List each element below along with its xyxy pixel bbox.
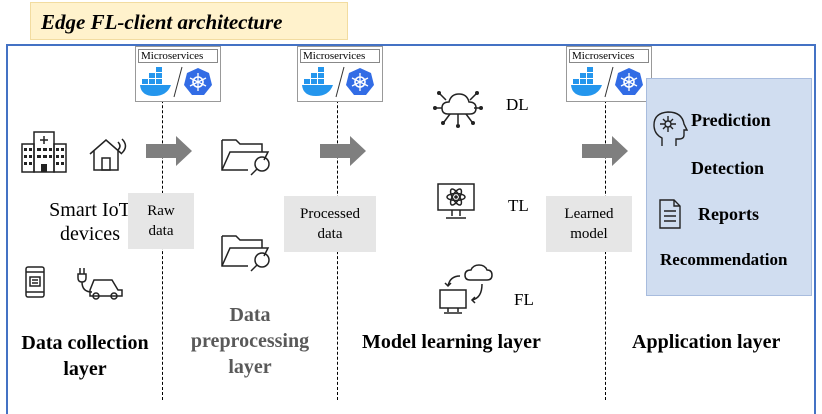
container-icons bbox=[140, 65, 218, 104]
microservices-label: Microservices bbox=[300, 49, 380, 63]
devices-label-line1: Smart IoT bbox=[49, 199, 131, 221]
docker-icon bbox=[140, 67, 171, 96]
cloud-sync-icon bbox=[439, 264, 493, 314]
microservices-box-3: Microservices bbox=[566, 46, 652, 102]
building-icon bbox=[21, 131, 67, 173]
kubernetes-icon bbox=[615, 68, 643, 95]
docker-icon bbox=[302, 67, 333, 96]
collection-line1: Data collection bbox=[21, 332, 149, 354]
folder-search-icon bbox=[221, 139, 270, 176]
collection-line2: layer bbox=[63, 358, 107, 380]
architecture-frame bbox=[6, 44, 816, 414]
learned-model-box: Learned model bbox=[546, 196, 632, 252]
microservices-box-2: Microservices bbox=[297, 46, 383, 102]
data-preprocessing-layer-label: Data preprocessing layer bbox=[176, 302, 324, 380]
tl-label: TL bbox=[508, 196, 529, 215]
preprocessing-line2: preprocessing bbox=[190, 330, 310, 352]
docker-icon bbox=[571, 67, 602, 96]
prediction-label: Prediction bbox=[691, 110, 771, 130]
arrow-3 bbox=[582, 136, 628, 166]
folder-search-icon-2 bbox=[221, 235, 270, 272]
microservices-label: Microservices bbox=[138, 49, 218, 63]
atom-monitor-icon bbox=[437, 183, 475, 219]
devices-label-line2: devices bbox=[60, 223, 120, 245]
processed-data-line2: data bbox=[317, 226, 343, 242]
reports-label: Reports bbox=[698, 204, 759, 224]
electric-car-icon bbox=[77, 268, 123, 300]
processed-data-line1: Processed bbox=[300, 206, 360, 222]
application-box bbox=[646, 78, 812, 296]
kubernetes-icon bbox=[184, 68, 212, 95]
microservices-box-1: Microservices bbox=[135, 46, 221, 102]
cloud-network-icon bbox=[433, 91, 483, 128]
devices-label: Smart IoT devices bbox=[30, 198, 150, 246]
learned-model-line2: model bbox=[570, 226, 608, 242]
raw-data-box: Raw data bbox=[128, 193, 194, 249]
application-layer-label: Application layer bbox=[632, 331, 781, 353]
recommendation-label: Recommendation bbox=[660, 250, 788, 269]
kubernetes-icon bbox=[346, 68, 374, 95]
learned-model-line1: Learned bbox=[564, 206, 614, 222]
arrow-1 bbox=[146, 136, 192, 166]
container-icons bbox=[571, 65, 649, 104]
arrow-2 bbox=[320, 136, 366, 166]
raw-data-line2: data bbox=[148, 223, 174, 239]
preprocessing-line3: layer bbox=[228, 356, 272, 378]
processed-data-box: Processed data bbox=[284, 196, 376, 252]
document-icon bbox=[659, 199, 681, 229]
container-icons bbox=[302, 65, 380, 104]
diagram-title: Edge FL-client architecture bbox=[30, 2, 348, 40]
smartphone-icon bbox=[25, 266, 45, 298]
microservices-label: Microservices bbox=[569, 49, 649, 63]
fl-label: FL bbox=[514, 290, 534, 309]
smart-home-icon bbox=[89, 138, 127, 171]
dl-label: DL bbox=[506, 95, 529, 114]
preprocessing-line1: Data bbox=[229, 304, 271, 326]
data-collection-layer-label: Data collection layer bbox=[8, 330, 162, 382]
detection-label: Detection bbox=[691, 158, 764, 178]
brain-head-icon bbox=[653, 111, 688, 146]
model-learning-layer-label: Model learning layer bbox=[362, 331, 541, 353]
raw-data-line1: Raw bbox=[147, 203, 175, 219]
